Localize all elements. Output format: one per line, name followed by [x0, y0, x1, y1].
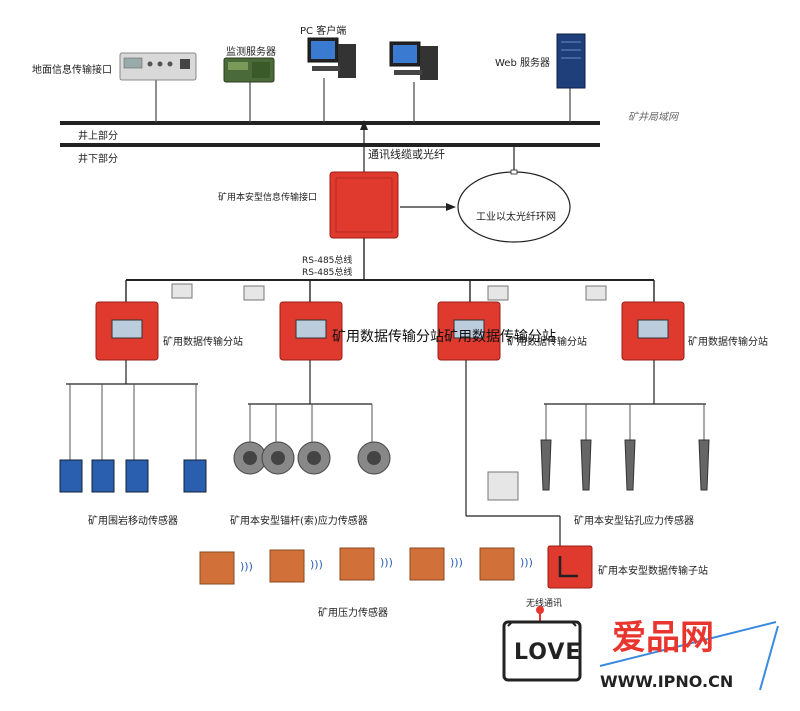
- anchor-stress-sensors: [233, 404, 391, 475]
- above-ground-label: 井上部分: [78, 131, 118, 142]
- substation-3: [437, 301, 501, 361]
- svg-text:))): ))): [450, 556, 463, 569]
- ring-network-label: 工业以太光纤环网: [476, 212, 556, 223]
- brand-name: 爱品网: [612, 618, 714, 658]
- data-sub-station: [547, 545, 593, 589]
- displacement-sensor-label: 矿用围岩移动传感器: [88, 516, 178, 527]
- substation-1: [95, 301, 159, 361]
- substation-1-label: 矿用数据传输分站: [163, 337, 243, 348]
- displacement-sensors: [59, 384, 207, 493]
- svg-text:))): ))): [240, 560, 253, 573]
- info-interface-label: 矿用本安型信息传输接口: [218, 193, 318, 203]
- substation-4: [621, 301, 685, 361]
- love-badge-logo: [502, 606, 582, 682]
- ring-network: [457, 171, 571, 243]
- junction-box-2: [243, 285, 265, 301]
- cable-label: 通讯线缆或光纤: [368, 148, 445, 161]
- love-badge-text: LOVE: [514, 640, 582, 665]
- brand-swoosh: [599, 621, 779, 691]
- borehole-stress-sensors: [540, 404, 710, 491]
- pc-client-1: [307, 37, 356, 78]
- substation-2: [279, 301, 343, 361]
- ground-interface-label: 地面信息传输接口: [32, 65, 112, 76]
- pc-client-label: PC 客户端: [300, 26, 347, 37]
- ground-interface-device: [119, 52, 197, 81]
- svg-text:))): ))): [380, 556, 393, 569]
- monitor-server-device: [223, 57, 275, 83]
- info-interface-device: [329, 171, 399, 239]
- anchor-sensor-label: 矿用本安型锚杆(索)应力传感器: [230, 516, 368, 527]
- web-server-label: Web 服务器: [495, 58, 550, 69]
- monitor-server-label: 监测服务器: [226, 47, 276, 58]
- svg-text:))): ))): [520, 556, 533, 569]
- junction-box-4: [585, 285, 607, 301]
- web-server-device: [556, 33, 586, 89]
- pressure-sensor-label: 矿用压力传感器: [318, 608, 388, 619]
- rs485-label-1: RS-485总线: [302, 256, 353, 266]
- pc-client-2: [389, 41, 438, 80]
- junction-box-5: [487, 471, 519, 501]
- mine-lan-label: 矿井局域网: [628, 112, 678, 123]
- junction-box-1: [171, 283, 193, 299]
- svg-text:))): ))): [310, 558, 323, 571]
- overlay-garbled-text: 矿用数据传输分站矿用数据传输分站: [332, 329, 556, 345]
- below-ground-label: 井下部分: [78, 154, 118, 165]
- wireless-label: 无线通讯: [526, 599, 563, 609]
- sub-station-label: 矿用本安型数据传输子站: [598, 566, 708, 577]
- borehole-sensor-label: 矿用本安型钻孔应力传感器: [574, 516, 694, 527]
- rs485-label-2: RS-485总线: [302, 268, 353, 278]
- junction-box-3: [487, 285, 509, 301]
- substation-3-label: 矿用数据传输分站: [507, 337, 587, 348]
- pressure-sensors: ))) ))) ))) ))) ))): [199, 547, 533, 585]
- substation-4-label: 矿用数据传输分站: [688, 337, 768, 348]
- brand-url: WWW.IPNO.CN: [600, 672, 734, 691]
